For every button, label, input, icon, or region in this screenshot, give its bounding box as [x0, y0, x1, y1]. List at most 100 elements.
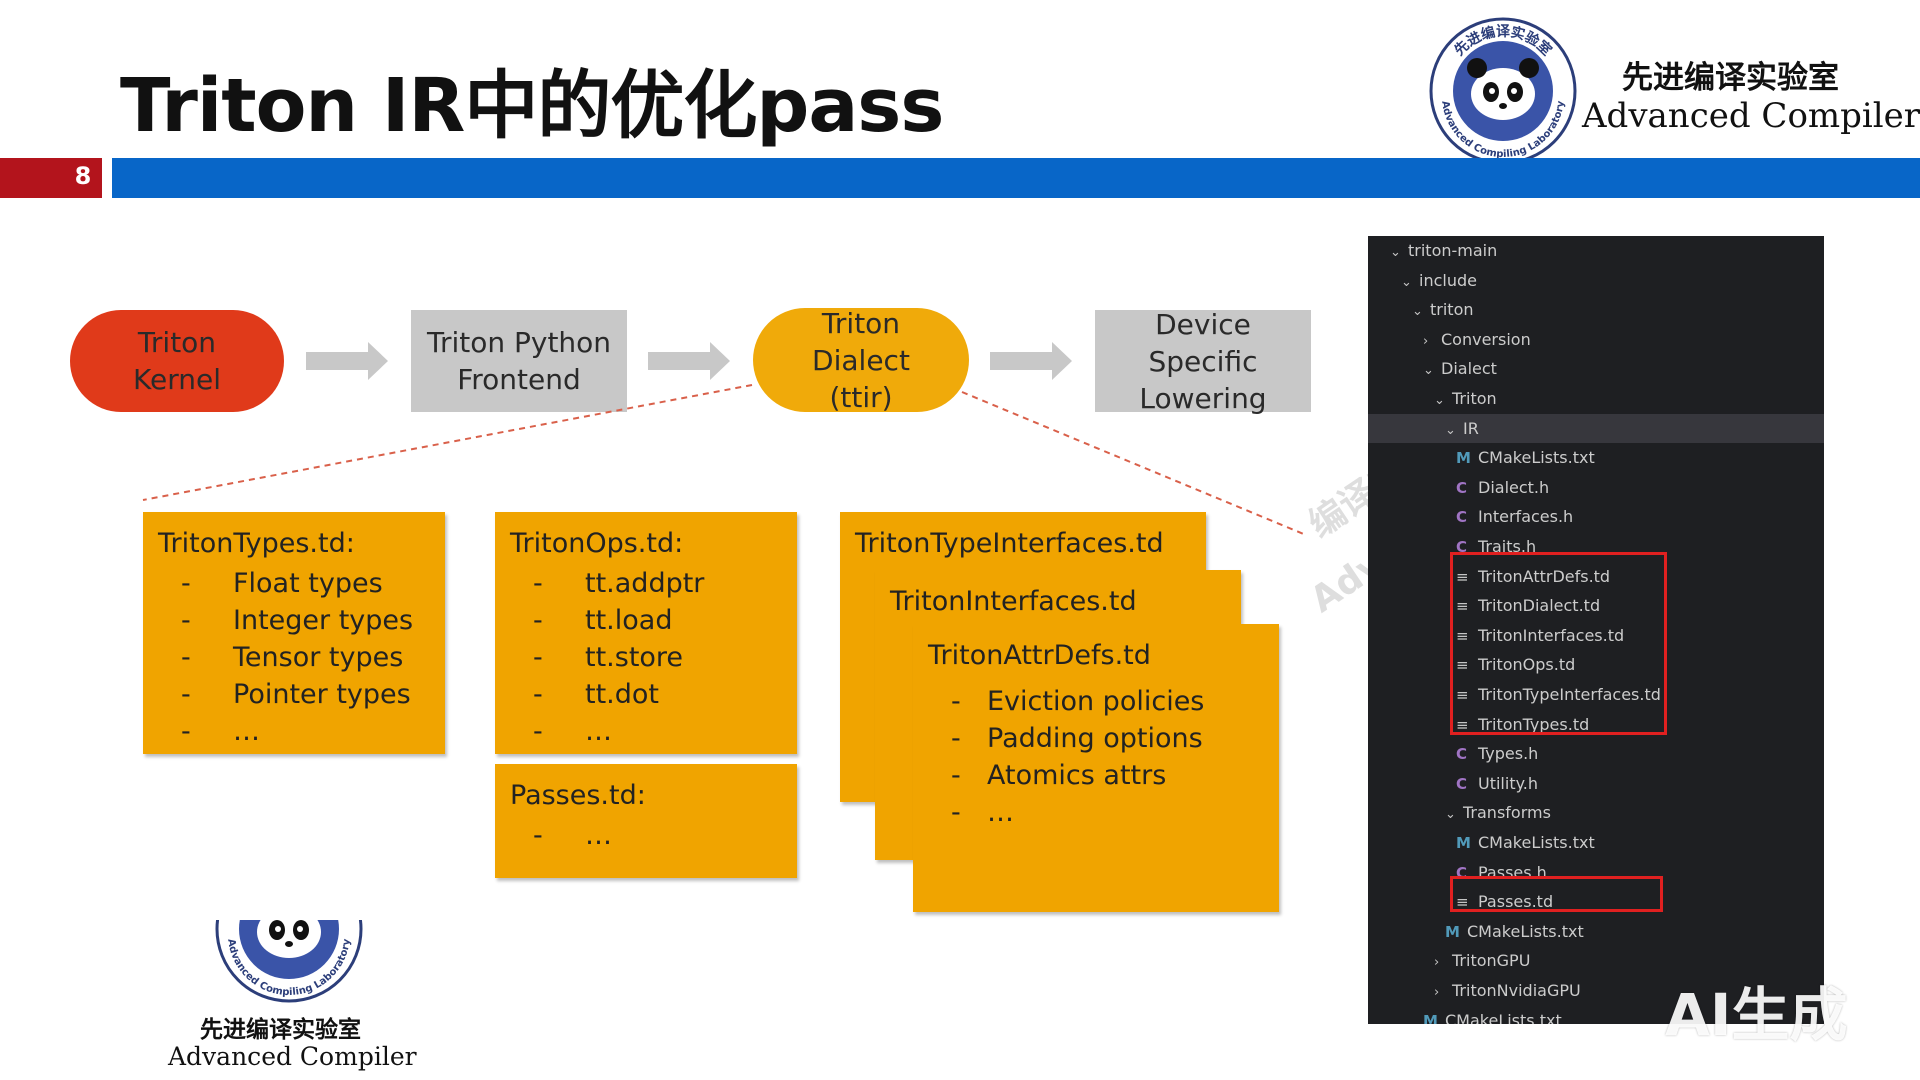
list-item: Atomics attrs	[913, 757, 1204, 794]
chevron-down-icon: ⌄	[1445, 807, 1456, 823]
list-item: Eviction policies	[913, 683, 1204, 720]
tree-row[interactable]: ›Conversion	[1368, 325, 1824, 355]
tree-row[interactable]: ≡ TritonTypeInterfaces.td	[1368, 680, 1824, 710]
tree-row[interactable]: ≡TritonInterfaces.td	[1368, 621, 1824, 651]
slide-title: Triton IR中的优化pass	[120, 63, 944, 149]
list-item: Padding options	[913, 720, 1204, 757]
tree-row-label: include	[1419, 270, 1477, 290]
c-header-icon: C	[1456, 508, 1468, 527]
tree-row[interactable]: ›TritonGPU	[1368, 946, 1824, 976]
tree-row[interactable]: C Types.h	[1368, 739, 1824, 769]
chevron-down-icon: ⌄	[1434, 393, 1445, 408]
chevron-down-icon: ⌄	[1445, 422, 1456, 438]
bottom-lab-name-cn: 先进编译实验室	[200, 1017, 361, 1043]
list-item: Tensor types	[143, 639, 413, 676]
chevron-down-icon: ⌄	[1401, 274, 1412, 290]
tree-row[interactable]: ⌄ IR	[1368, 413, 1824, 444]
c-header-icon: C	[1456, 478, 1468, 497]
tree-row[interactable]: ⌄ Dialect	[1368, 354, 1824, 384]
cmake-file-icon: M	[1456, 449, 1471, 468]
tree-row-label: TritonNvidiaGPU	[1452, 981, 1581, 1000]
file-explorer-tree: ⌄triton-main⌄include⌄triton›Conversion⌄D…	[1368, 236, 1824, 1024]
flow-node-triton-kernel: Triton Kernel	[70, 310, 284, 412]
right-arrow-icon	[306, 342, 388, 380]
tree-row[interactable]: ⌄Transforms	[1368, 798, 1824, 828]
tree-row[interactable]: ≡TritonTypes.td	[1368, 710, 1824, 740]
tree-row[interactable]: ≡ Passes.td	[1368, 887, 1824, 917]
panda-logo-icon: 先进编译实验室 Advanced Compiling Laboratory	[1429, 17, 1577, 165]
chevron-down-icon: ⌄	[1423, 363, 1434, 379]
text-file-icon: ≡	[1456, 893, 1469, 912]
list-item: Float types	[143, 565, 413, 602]
tree-row-label: Passes.td	[1478, 892, 1554, 912]
flow-node-device-lowering: Device Specific Lowering	[1095, 308, 1311, 415]
list-item: tt.dot	[495, 676, 704, 713]
lab-name-cn: 先进编译实验室	[1622, 60, 1839, 96]
c-header-icon: C	[1456, 863, 1468, 882]
text-file-icon: ≡	[1456, 626, 1469, 645]
right-arrow-icon	[990, 342, 1072, 380]
tree-row-label: CMakeLists.txt	[1478, 448, 1595, 468]
tree-row-label: Dialect.h	[1478, 477, 1550, 497]
right-arrow-icon	[648, 342, 730, 380]
flow-node-python-frontend: Triton Python Frontend	[411, 310, 627, 412]
bottom-lab-name-en: Advanced Compiler	[168, 1042, 417, 1071]
tree-row-label: Utility.h	[1478, 773, 1539, 793]
list-item: tt.load	[495, 602, 704, 639]
title-bar-blue	[112, 158, 1920, 198]
tree-row[interactable]: C Dialect.h	[1368, 473, 1824, 503]
ai-generated-badge: AI生成	[1665, 981, 1848, 1049]
tree-row-label: TritonAttrDefs.td	[1478, 566, 1611, 586]
list-item: tt.addptr	[495, 565, 704, 602]
tree-row-label: triton-main	[1408, 241, 1498, 260]
box-triton-types: TritonTypes.td: Float types Integer type…	[143, 512, 445, 754]
chevron-right-icon: ›	[1434, 985, 1440, 1000]
tree-row[interactable]: ⌄triton	[1368, 295, 1824, 325]
box-title: TritonAttrDefs.td	[928, 640, 1151, 671]
flow-node-triton-dialect: Triton Dialect (ttir)	[753, 307, 969, 414]
highlight-box-td-files	[1450, 552, 1667, 735]
box-title: TritonTypeInterfaces.td	[855, 528, 1164, 559]
tree-row[interactable]: ⌄ triton-main	[1368, 236, 1824, 266]
chevron-right-icon: ›	[1434, 955, 1440, 971]
lab-name-en: Advanced Compiler	[1582, 96, 1920, 136]
tree-row[interactable]: M CMakeLists.txt	[1368, 443, 1824, 473]
chevron-down-icon: ⌄	[1390, 245, 1401, 260]
tree-row-label: Triton	[1452, 389, 1497, 408]
tree-row[interactable]: ⌄ include	[1368, 266, 1824, 296]
list-item: …	[495, 817, 612, 854]
tree-row[interactable]: ≡TritonOps.td	[1368, 650, 1824, 680]
tree-row[interactable]: ⌄ Triton	[1368, 384, 1824, 414]
text-file-icon: ≡	[1456, 567, 1469, 586]
tree-row[interactable]: › TritonNvidiaGPU	[1368, 976, 1824, 1006]
tree-row-label: IR	[1463, 418, 1479, 438]
tree-row-label: TritonTypeInterfaces.td	[1478, 685, 1661, 704]
page-number: 8	[74, 162, 92, 190]
panda-logo-icon: Advanced Compiling Laboratory	[215, 920, 363, 1003]
tree-row-label: Dialect	[1441, 359, 1497, 379]
highlight-box-passes-td	[1450, 876, 1663, 912]
c-header-icon: C	[1456, 745, 1468, 764]
tree-row-label: Types.h	[1478, 744, 1539, 764]
cmake-file-icon: M	[1456, 834, 1471, 852]
box-title: Passes.td:	[510, 780, 646, 811]
text-file-icon: ≡	[1456, 686, 1469, 704]
list-item: …	[913, 794, 1204, 831]
list-item: tt.store	[495, 639, 704, 676]
tree-row-label: TritonOps.td	[1478, 655, 1576, 675]
box-passes: Passes.td: …	[495, 764, 797, 878]
box-title: TritonInterfaces.td	[890, 586, 1137, 617]
list-item: Integer types	[143, 602, 413, 639]
tree-row-label: Conversion	[1441, 329, 1531, 349]
list-item: Pointer types	[143, 676, 413, 713]
tree-row[interactable]: ≡TritonDialect.td	[1368, 591, 1824, 621]
cmake-file-icon: M	[1445, 922, 1460, 941]
tree-row[interactable]: ≡ TritonAttrDefs.td	[1368, 562, 1824, 592]
cmake-file-icon: M	[1423, 1011, 1438, 1024]
